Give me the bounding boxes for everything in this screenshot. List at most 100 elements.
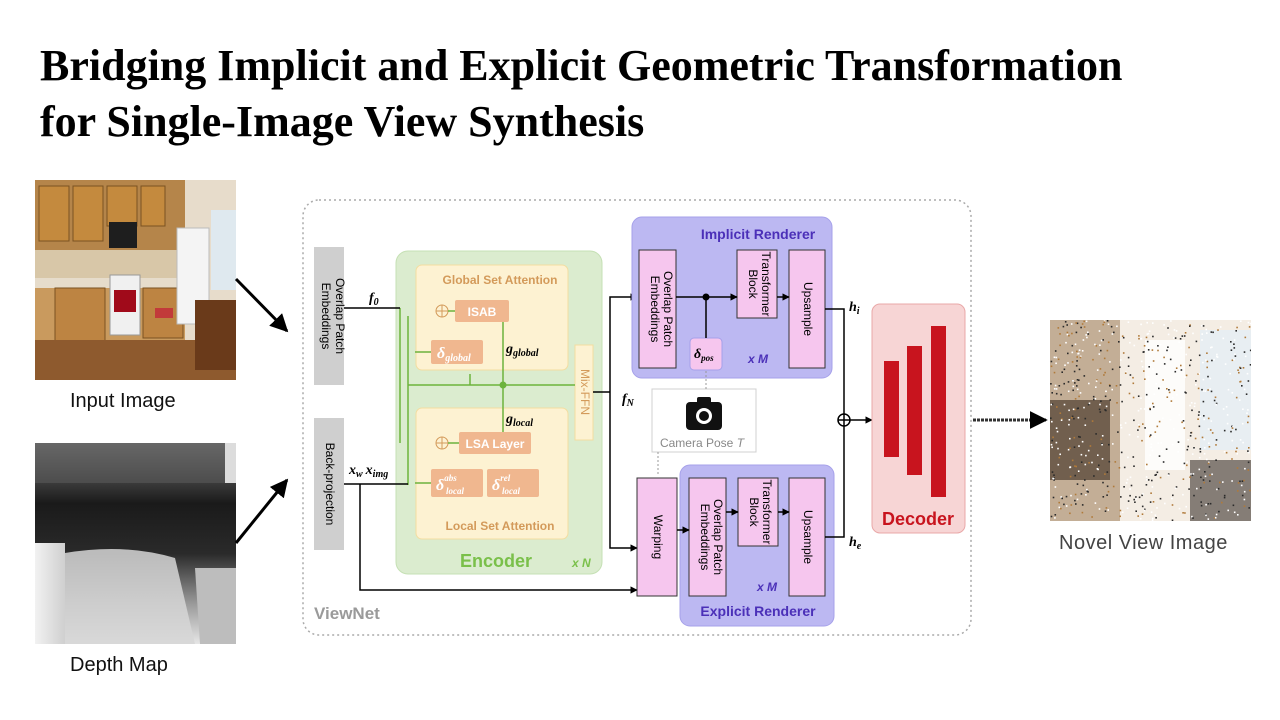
noise-speck bbox=[1120, 496, 1122, 498]
noise-speck bbox=[1109, 361, 1111, 363]
fN-text: f bbox=[622, 392, 628, 407]
noise-speck bbox=[1185, 392, 1187, 394]
noise-speck bbox=[1120, 359, 1122, 361]
noise-speck bbox=[1140, 337, 1143, 340]
noise-speck bbox=[1171, 519, 1174, 521]
noise-speck bbox=[1185, 353, 1187, 356]
noise-speck bbox=[1146, 340, 1149, 343]
noise-speck bbox=[1061, 371, 1063, 373]
noise-speck bbox=[1171, 504, 1174, 506]
noise-speck bbox=[1180, 369, 1183, 371]
noise-speck bbox=[1192, 517, 1194, 519]
noise-speck bbox=[1148, 432, 1150, 434]
noise-speck bbox=[1239, 399, 1241, 401]
noise-speck bbox=[1156, 425, 1159, 428]
decoder-label: Decoder bbox=[882, 509, 954, 529]
noise-speck bbox=[1100, 339, 1103, 342]
xw-bypass-line bbox=[359, 484, 638, 594]
noise-speck bbox=[1201, 388, 1203, 391]
noise-speck bbox=[1069, 447, 1071, 449]
noise-speck bbox=[1236, 326, 1238, 329]
noise-speck bbox=[1153, 393, 1156, 395]
noise-speck bbox=[1216, 356, 1219, 358]
noise-speck bbox=[1230, 349, 1233, 351]
noise-speck bbox=[1081, 511, 1084, 514]
noise-speck bbox=[1219, 326, 1222, 328]
explicit-upsample-box bbox=[788, 477, 826, 597]
noise-speck bbox=[1080, 493, 1083, 495]
noise-speck bbox=[1189, 325, 1191, 327]
noise-speck bbox=[1231, 458, 1233, 460]
noise-speck bbox=[1180, 364, 1182, 367]
noise-speck bbox=[1193, 405, 1196, 408]
noise-speck bbox=[1189, 324, 1191, 326]
noise-speck bbox=[1088, 402, 1091, 405]
noise-speck bbox=[1080, 326, 1082, 329]
noise-speck bbox=[1162, 461, 1165, 463]
noise-speck bbox=[1141, 494, 1143, 497]
noise-speck bbox=[1189, 404, 1191, 407]
noise-speck bbox=[1120, 426, 1123, 429]
noise-speck bbox=[1070, 504, 1073, 506]
noise-speck bbox=[1237, 514, 1239, 516]
g-global-sub: global bbox=[512, 348, 539, 359]
implicit-upsample-label: Upsample bbox=[801, 282, 815, 336]
noise-speck bbox=[1239, 480, 1241, 483]
decoder-bar-1 bbox=[884, 361, 899, 457]
noise-speck bbox=[1221, 501, 1223, 504]
xw-text: x bbox=[348, 463, 356, 478]
implicit-transformer-box bbox=[736, 249, 778, 319]
noise-speck bbox=[1222, 408, 1225, 410]
isab-box bbox=[455, 300, 509, 322]
noise-speck bbox=[1233, 358, 1235, 361]
noise-speck bbox=[1063, 382, 1065, 385]
noise-speck bbox=[1195, 380, 1197, 382]
noise-speck bbox=[1149, 408, 1151, 411]
noise-speck bbox=[1222, 337, 1225, 340]
noise-speck bbox=[1208, 446, 1211, 448]
noise-speck bbox=[1099, 368, 1102, 370]
noise-speck bbox=[1100, 400, 1102, 402]
noise-speck bbox=[1098, 464, 1100, 467]
noise-speck bbox=[1074, 474, 1076, 477]
noise-speck bbox=[1239, 366, 1241, 369]
noise-speck bbox=[1145, 476, 1148, 478]
noise-speck bbox=[1216, 353, 1218, 356]
depth-map bbox=[35, 443, 236, 644]
implicit-repeat: x M bbox=[747, 352, 769, 366]
noise-speck bbox=[1206, 352, 1208, 354]
noise-speck bbox=[1175, 330, 1178, 332]
noise-speck bbox=[1198, 425, 1201, 428]
noise-speck bbox=[1075, 365, 1078, 367]
noise-speck bbox=[1248, 451, 1250, 454]
noise-speck bbox=[1205, 513, 1207, 516]
mix-ffn-label: Mix-FFN bbox=[578, 369, 592, 415]
noise-speck bbox=[1133, 465, 1135, 467]
noise-speck bbox=[1070, 323, 1073, 325]
hi-sub: i bbox=[857, 306, 860, 317]
noise-speck bbox=[1078, 349, 1081, 351]
noise-speck bbox=[1083, 320, 1085, 323]
noise-speck bbox=[1122, 336, 1125, 339]
noise-speck bbox=[1213, 399, 1216, 402]
noise-speck bbox=[1239, 367, 1242, 369]
noise-speck bbox=[1183, 427, 1186, 429]
noise-speck bbox=[1078, 395, 1080, 398]
noise-speck bbox=[1051, 420, 1053, 423]
noise-speck bbox=[1124, 372, 1127, 374]
noise-speck bbox=[1211, 473, 1213, 476]
noise-speck bbox=[1138, 425, 1141, 428]
noise-speck bbox=[1137, 395, 1140, 397]
noise-speck bbox=[1076, 350, 1078, 353]
noise-speck bbox=[1243, 505, 1246, 507]
noise-speck bbox=[1101, 458, 1104, 460]
overlap-patch-label-2: Embeddings bbox=[319, 283, 333, 350]
noise-speck bbox=[1106, 494, 1108, 496]
noise-speck bbox=[1201, 333, 1203, 335]
noise-speck bbox=[1235, 330, 1237, 332]
noise-speck bbox=[1215, 444, 1217, 446]
implicit-renderer-label: Implicit Renderer bbox=[701, 226, 816, 242]
noise-speck bbox=[1210, 346, 1212, 349]
noise-speck bbox=[1132, 376, 1134, 379]
noise-speck bbox=[1206, 366, 1208, 369]
